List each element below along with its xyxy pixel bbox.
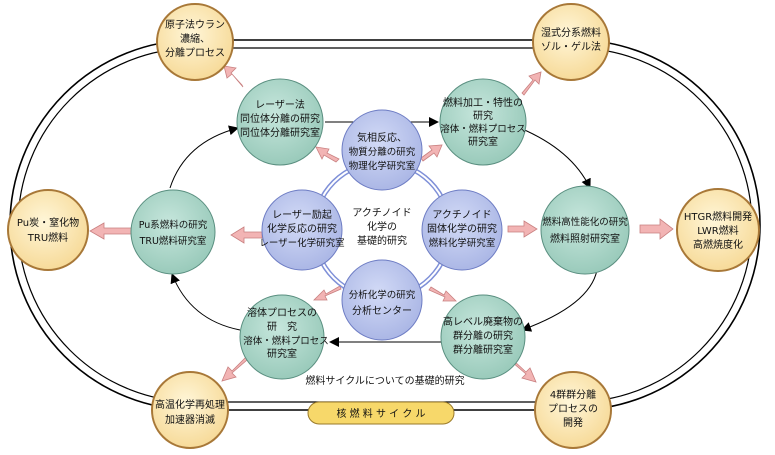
text-molten-4: 研究室 [267, 347, 297, 360]
outer-node-pyroprocess: 高温化学再処理 加速器消滅 [151, 371, 229, 449]
banner-text: 核 燃 料 サ イ ク ル [336, 407, 425, 420]
text-pyro-2: 加速器消滅 [165, 413, 215, 426]
text-molten-1: 溶体プロセスの [247, 306, 317, 319]
text-processing-1: 燃料加工・特性の [443, 96, 523, 109]
text-laser-isotope-3: 同位体分離研究室 [240, 126, 320, 139]
arrow-performance-to-htgr [639, 218, 674, 240]
text-laser-isotope-1: レーザー法 [255, 98, 305, 111]
text-laser-excited-1: レーザー励起 [272, 208, 332, 221]
text-analytical-1: 分析化学の研究 [349, 289, 416, 301]
text-molten-2: 研 究 [267, 320, 297, 333]
outer-node-enrichment: 原子法ウラン 濃縮、 分離プロセス [156, 3, 234, 81]
text-center-3: 基礎的研究 [357, 234, 407, 247]
text-solgel-2: ゾル・ゲル法 [541, 40, 601, 53]
text-laser-isotope-2: 同位体分離の研究 [240, 112, 320, 125]
outer-node-solgel: 湿式分系燃料 ゾル・ゲル法 [532, 3, 610, 81]
text-enrichment-3: 分離プロセス [165, 46, 225, 59]
text-analytical-2: 分析センター [352, 304, 412, 317]
arrow-analytical-to-molten [313, 285, 342, 301]
arrow-actinide-to-performance [507, 220, 538, 238]
text-gas-1: 気相反応、 [357, 131, 407, 144]
outer-node-partitioning: 4群群分離 プロセスの 開発 [534, 371, 612, 449]
text-enrichment-1: 原子法ウラン [165, 18, 225, 31]
text-partition-3: 開発 [563, 416, 583, 429]
text-laser-excited-2: 化学反応の研究 [267, 222, 337, 235]
text-actinide-solid-3: 燃料化学研究室 [429, 237, 496, 249]
text-performance-1: 燃料高性能化の研究 [542, 216, 628, 228]
outer-node-carbide: Pu炭・窒化物 TRU燃料 [7, 189, 89, 271]
text-solgel-1: 湿式分系燃料 [541, 26, 601, 39]
cycle-caption: 燃料サイクルについての基礎的研究 [305, 374, 464, 387]
ring-node-pu-fuel: Pu系燃料の研究 TRU燃料研究室 [130, 189, 216, 275]
text-center-2: 化学の [367, 220, 397, 233]
text-hlw-1: 高レベル廃棄物の [443, 315, 523, 328]
ring-node-molten-salt: 溶体プロセスの 研 究 溶体・燃料プロセス 研究室 [239, 294, 329, 380]
text-processing-3: 溶体・燃料プロセス [440, 123, 526, 135]
fuel-cycle-banner: 核 燃 料 サ イ ク ル [307, 401, 455, 425]
center-label: アクチノイド 化学の 基礎的研究 [352, 207, 411, 247]
inner-node-actinide-solid: アクチノイド 固体化学の研究 燃料化学研究室 [421, 189, 503, 271]
ring-node-fuel-performance: 燃料高性能化の研究 燃料照射研究室 [540, 185, 630, 275]
arrow-processing-to-solgel [521, 71, 542, 96]
text-htgr-2: LWR燃料 [697, 224, 739, 237]
text-actinide-solid-2: 固体化学の研究 [427, 222, 497, 235]
text-center-1: アクチノイド [352, 207, 411, 219]
arrow-laser-excited-to-pu [230, 226, 263, 244]
text-carbide-1: Pu炭・窒化物 [17, 216, 79, 229]
text-pyro-1: 高温化学再処理 [155, 398, 225, 411]
ring-node-fuel-processing: 燃料加工・特性の 研究 溶体・燃料プロセス 研究室 [439, 78, 527, 166]
arrow-pu-to-carbide [89, 222, 133, 240]
text-processing-4: 研究室 [468, 135, 498, 148]
text-gas-3: 物理化学研究室 [349, 160, 416, 172]
text-gas-2: 物質分離の研究 [349, 146, 416, 158]
ring-node-laser-isotope: レーザー法 同位体分離の研究 同位体分離研究室 [236, 78, 324, 166]
text-pu-2: TRU燃料研究室 [139, 235, 207, 247]
arrow-analytical-to-hlw [428, 286, 457, 302]
pink-flow-arrows [89, 65, 674, 383]
text-htgr-3: 高燃焼度化 [693, 238, 743, 251]
text-processing-2: 研究 [473, 109, 493, 122]
text-hlw-2: 群分離の研究 [453, 329, 513, 342]
inner-node-laser-excited: レーザー励起 化学反応の研究 レーザー化学研究室 [259, 189, 345, 271]
text-carbide-2: TRU燃料 [27, 231, 68, 244]
outer-node-htgr: HTGR燃料開発 LWR燃料 高燃焼度化 [676, 188, 760, 272]
text-laser-excited-3: レーザー化学研究室 [259, 237, 344, 249]
text-enrichment-2: 濃縮、 [180, 32, 210, 45]
arrow-laser-to-enrichment [223, 65, 244, 88]
text-htgr-1: HTGR燃料開発 [684, 210, 752, 223]
arrow-molten-to-pyro [221, 356, 248, 382]
text-partition-2: プロセスの [548, 403, 598, 415]
text-partition-1: 4群群分離 [550, 388, 596, 401]
text-pu-1: Pu系燃料の研究 [139, 219, 208, 231]
ring-node-hlw-partitioning: 高レベル廃棄物の 群分離の研究 群分離研究室 [440, 294, 526, 380]
text-hlw-3: 群分離研究室 [453, 343, 513, 356]
text-performance-2: 燃料照射研究室 [550, 232, 620, 245]
inner-node-gas-phase: 気相反応、 物質分離の研究 物理化学研究室 [341, 109, 423, 191]
inner-node-analytical: 分析化学の研究 分析センター [341, 259, 423, 341]
arrow-gas-to-laser [315, 146, 340, 163]
arrow-gas-to-processing [420, 144, 443, 162]
text-actinide-solid-1: アクチノイド [432, 209, 491, 221]
text-molten-3: 溶体・燃料プロセス [243, 335, 329, 347]
